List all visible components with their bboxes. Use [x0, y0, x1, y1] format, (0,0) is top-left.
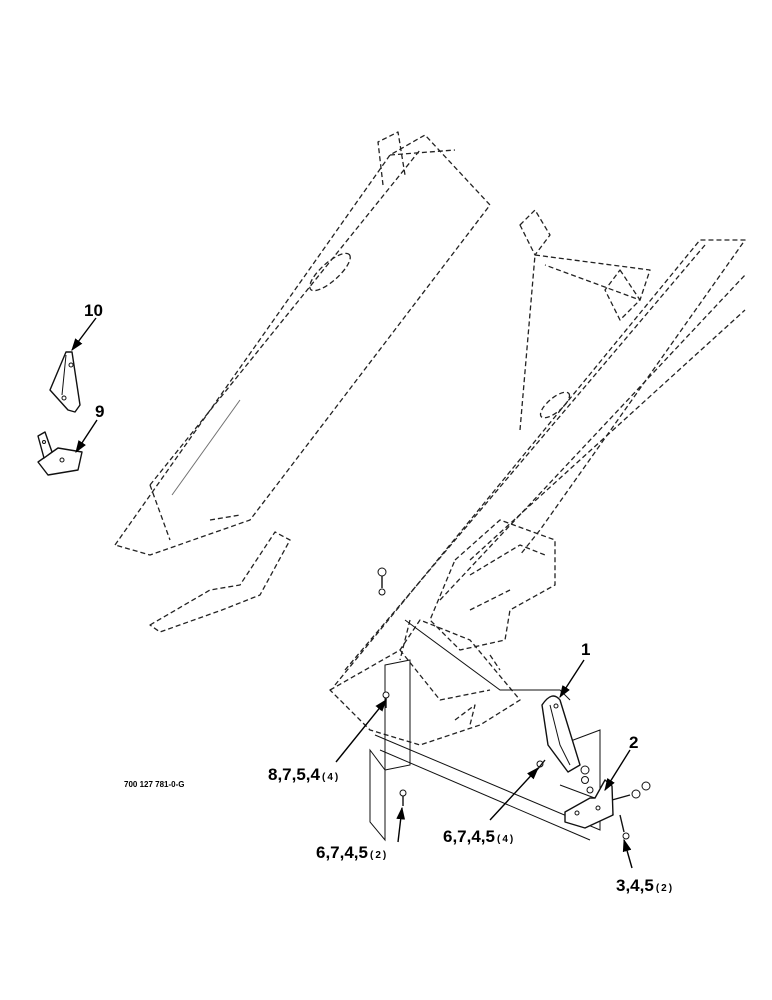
part-10-gusset: [49, 351, 81, 413]
callout-8-7-5-4-qty: (4): [322, 772, 340, 783]
part-1-bracket: [541, 695, 581, 773]
callout-leaders: [71, 317, 633, 869]
upper-reel-arm-outline: [114, 131, 491, 556]
callout-8-7-5-4: 8,7,5,4(4): [268, 765, 340, 784]
callout-3-4-5-label: 3,4,5: [616, 876, 654, 895]
shield-panel: [369, 619, 601, 842]
callout-3-4-5-qty: (2): [656, 883, 674, 894]
callout-6-7-4-5-left-qty: (2): [370, 850, 388, 861]
callout-3-4-5: 3,4,5(2): [616, 876, 674, 895]
callout-6-7-4-5-left-label: 6,7,4,5: [316, 843, 368, 862]
callout-6-7-4-5-right-qty: (4): [497, 834, 515, 845]
callout-2: 2: [629, 733, 638, 752]
lower-arm-bracket-outline: [149, 514, 291, 633]
callout-9: 9: [95, 402, 104, 421]
main-frame-outline: [329, 209, 746, 746]
callout-6-7-4-5-right-label: 6,7,4,5: [443, 827, 495, 846]
callout-1: 1: [581, 640, 590, 659]
callout-6-7-4-5-right: 6,7,4,5(4): [443, 827, 515, 846]
callout-6-7-4-5-left: 6,7,4,5(2): [316, 843, 388, 862]
callout-8-7-5-4-label: 8,7,5,4: [268, 765, 321, 784]
drawing-number: 700 127 781-0-G: [124, 780, 185, 789]
callout-10: 10: [84, 301, 103, 320]
part-9-clip: [37, 431, 83, 476]
